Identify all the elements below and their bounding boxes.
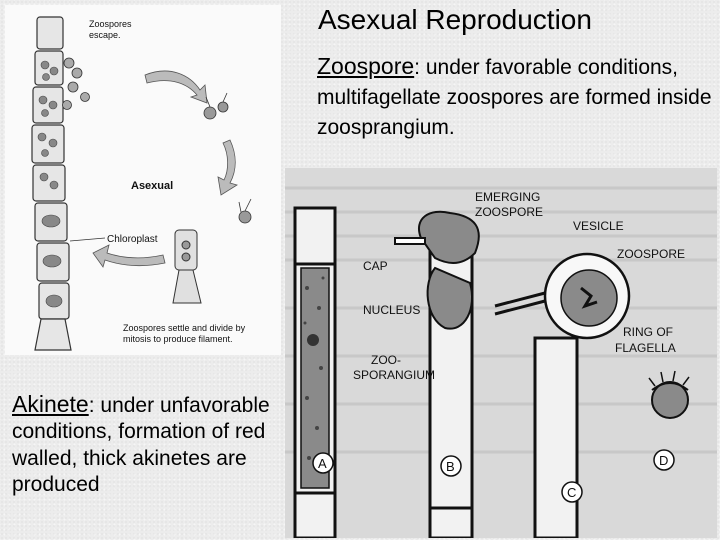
panel-a-zoosporangium <box>295 208 335 538</box>
panel-letter-a: A <box>318 456 327 471</box>
label-settle-1: Zoospores settle and divide by <box>123 323 246 333</box>
zoospore-term: Zoospore <box>317 53 414 79</box>
label-emerging-1: EMERGING <box>475 190 540 204</box>
akinete-term: Akinete <box>12 391 89 417</box>
asexual-cycle-drawing: Zoospores escape. Asexual Chloroplast Zo… <box>5 5 281 355</box>
label-settle-2: mitosis to produce filament. <box>123 334 233 344</box>
asexual-cycle-figure: Zoospores escape. Asexual Chloroplast Zo… <box>5 5 281 355</box>
label-zoospores-escape-1: Zoospores <box>89 19 132 29</box>
panel-letter-b: B <box>446 459 455 474</box>
panel-letter-d: D <box>659 453 668 468</box>
label-nucleus: NUCLEUS <box>363 303 420 317</box>
zoosporangium-figure: EMERGING ZOOSPORE VESICLE ZOOSPORE CAP N… <box>285 168 717 538</box>
label-sporangium: SPORANGIUM <box>353 368 435 382</box>
label-asexual: Asexual <box>131 180 173 192</box>
label-cap: CAP <box>363 259 388 273</box>
label-zoo: ZOO- <box>371 353 401 367</box>
panel-letter-c: C <box>567 485 576 500</box>
label-zoospores-escape-2: escape. <box>89 30 121 40</box>
panel-d-free-zoospore <box>649 371 689 418</box>
label-flagella: FLAGELLA <box>615 341 676 355</box>
label-zoospore: ZOOSPORE <box>617 247 685 261</box>
label-ring-of: RING OF <box>623 325 673 339</box>
akinete-description: Akinete: under unfavorable conditions, f… <box>12 390 280 499</box>
label-chloroplast: Chloroplast <box>107 234 158 245</box>
label-emerging-2: ZOOSPORE <box>475 205 543 219</box>
zoospore-description: Zoospore: under favorable conditions, mu… <box>317 50 717 142</box>
slide-title: Asexual Reproduction <box>318 4 592 36</box>
label-vesicle: VESICLE <box>573 219 624 233</box>
zoosporangium-drawing: EMERGING ZOOSPORE VESICLE ZOOSPORE CAP N… <box>285 168 717 538</box>
